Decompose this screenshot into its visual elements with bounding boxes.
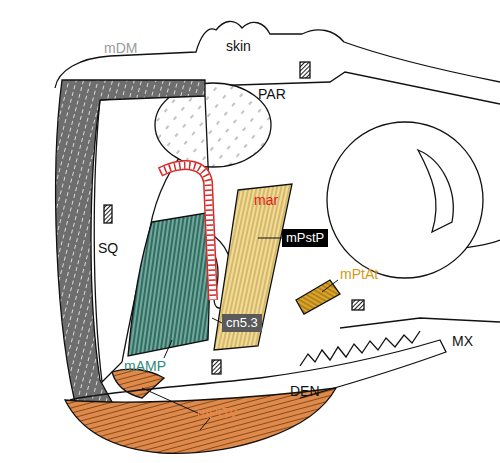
sclerotic-ring — [418, 150, 453, 232]
structure-label: mPstP — [286, 230, 324, 245]
muscle-mPtAt — [296, 280, 340, 314]
leader-line — [212, 318, 222, 323]
muscle-label: mAMP — [124, 358, 166, 374]
skull-outline — [55, 21, 500, 88]
bone-label: MX — [452, 333, 473, 349]
muscle-label: mPtTy — [197, 405, 237, 421]
bone-section — [104, 205, 112, 223]
artery-tube-hatch — [160, 165, 213, 300]
bone-section — [300, 62, 310, 78]
teeth — [300, 331, 420, 366]
leader-line — [142, 388, 200, 414]
bone-label: SQ — [98, 240, 118, 256]
label-box: mPstP — [282, 229, 328, 247]
label-box: cn5.3 — [222, 314, 262, 332]
artery-tube — [160, 165, 213, 300]
muscle-mAMP — [128, 212, 212, 356]
structure-label: skin — [226, 38, 251, 54]
bone-label: DEN — [290, 383, 320, 399]
bone-label: PAR — [258, 86, 286, 102]
orbit — [327, 122, 483, 278]
bone-section — [352, 300, 364, 310]
leader-line — [258, 238, 282, 239]
structure-label: cn5.3 — [226, 315, 258, 330]
artery-label: mar — [254, 192, 278, 208]
dentary — [70, 340, 446, 400]
muscle-mPstP — [214, 184, 292, 350]
artery-tube-core — [160, 165, 213, 300]
muscle-label: mPtAt — [340, 266, 378, 282]
leader-line — [322, 280, 338, 292]
bone-section — [212, 360, 221, 374]
maxilla — [340, 318, 500, 328]
leader-line — [164, 340, 172, 358]
muscle-label: mDM — [104, 40, 137, 56]
